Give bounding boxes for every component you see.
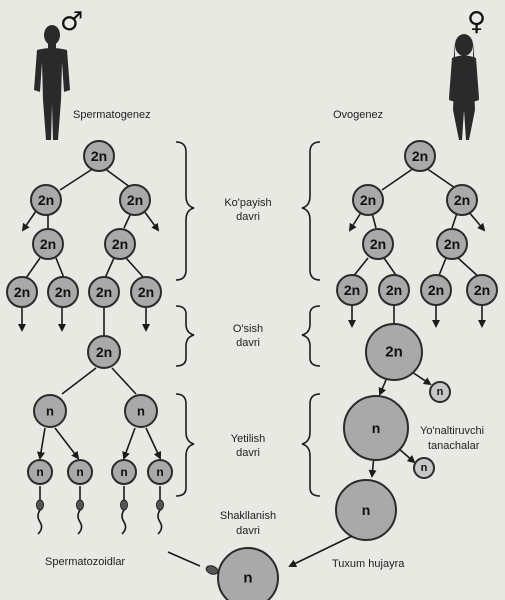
fertilized-egg-cell: n — [217, 547, 279, 600]
svg-text:2n: 2n — [55, 284, 71, 300]
male-cell-2n: 2n — [130, 276, 162, 308]
phase-label-shakllanish-davri: davri — [236, 525, 260, 537]
female-cell-n-large: n — [335, 479, 397, 541]
svg-text:n: n — [36, 465, 43, 479]
svg-text:2n: 2n — [96, 344, 112, 360]
svg-text:n: n — [76, 465, 83, 479]
female-cell-2n: 2n — [362, 228, 394, 260]
male-cell-n: n — [33, 394, 67, 428]
female-cell-2n: 2n — [352, 184, 384, 216]
male-cell-2n: 2n — [30, 184, 62, 216]
male-figure-icon — [34, 25, 70, 140]
tanachalar-label: tanachalar — [428, 440, 480, 452]
male-cell-2n: 2n — [6, 276, 38, 308]
svg-text:2n: 2n — [127, 192, 143, 208]
male-cell-n: n — [124, 394, 158, 428]
phase-label-osish-davri: davri — [236, 337, 260, 349]
svg-text:2n: 2n — [91, 148, 107, 164]
phase-label-kopayish-davri: davri — [236, 211, 260, 223]
svg-text:2n: 2n — [370, 236, 386, 252]
fertilization-arrows — [167, 535, 353, 575]
ovogenez-label: Ovogenez — [333, 109, 383, 121]
svg-text:2n: 2n — [138, 284, 154, 300]
svg-text:2n: 2n — [385, 344, 403, 361]
male-diploid-cells: 2n 2n 2n 2n 2n 2n 2n 2n 2n 2n — [6, 140, 162, 369]
female-figure-icon — [449, 34, 479, 140]
svg-text:2n: 2n — [444, 236, 460, 252]
svg-text:2n: 2n — [474, 282, 490, 298]
male-cell-2n: 2n — [104, 228, 136, 260]
female-cell-2n: 2n — [378, 274, 410, 306]
male-cell-n: n — [27, 459, 53, 485]
svg-text:2n: 2n — [454, 192, 470, 208]
spermatozoidlar-label: Spermatozoidlar — [45, 556, 125, 568]
female-cell-2n: 2n — [436, 228, 468, 260]
female-cell-n-large: n — [343, 395, 409, 461]
svg-text:n: n — [362, 502, 371, 518]
female-cell-2n: 2n — [420, 274, 452, 306]
svg-text:2n: 2n — [412, 148, 428, 164]
male-symbol-icon: ♂ — [60, 7, 83, 37]
svg-text:n: n — [46, 404, 54, 419]
phase-label-shakllanish: Shakllanish — [220, 510, 276, 522]
male-cell-2n: 2n — [87, 335, 121, 369]
polar-body-cell: n — [429, 381, 451, 403]
svg-text:2n: 2n — [112, 236, 128, 252]
svg-text:2n: 2n — [38, 192, 54, 208]
phase-label-kopayish: Ko'payish — [224, 197, 271, 209]
female-symbol-icon: ♀ — [467, 7, 486, 37]
phase-braces — [175, 141, 321, 497]
male-cell-2n: 2n — [32, 228, 64, 260]
tuxum-hujayra-label: Tuxum hujayra — [332, 558, 405, 570]
svg-text:n: n — [156, 465, 163, 479]
svg-text:n: n — [437, 386, 444, 398]
yonaltiruvchi-label: Yo'naltiruvchi — [420, 425, 484, 437]
svg-text:n: n — [120, 465, 127, 479]
male-cell-2n: 2n — [83, 140, 115, 172]
female-cell-2n: 2n — [466, 274, 498, 306]
phase-label-yetilish-davri: davri — [236, 447, 260, 459]
male-cell-2n: 2n — [88, 276, 120, 308]
svg-text:2n: 2n — [360, 192, 376, 208]
svg-text:2n: 2n — [40, 236, 56, 252]
svg-text:2n: 2n — [96, 284, 112, 300]
female-cell-2n: 2n — [404, 140, 436, 172]
male-cell-n: n — [67, 459, 93, 485]
male-lineage-arrows — [18, 167, 162, 500]
female-haploid-cells: n n n n — [335, 381, 451, 541]
sperm-cells-icon — [36, 499, 164, 535]
female-cell-2n-large: 2n — [365, 323, 423, 381]
svg-text:n: n — [372, 420, 381, 436]
spermatogenez-label: Spermatogenez — [73, 109, 151, 121]
female-cell-2n: 2n — [446, 184, 478, 216]
female-diploid-cells: 2n 2n 2n 2n 2n 2n 2n 2n 2n 2n — [336, 140, 498, 381]
male-haploid-cells: n n n n n n — [27, 394, 173, 485]
svg-text:2n: 2n — [344, 282, 360, 298]
phase-label-yetilish: Yetilish — [231, 433, 265, 445]
svg-text:2n: 2n — [428, 282, 444, 298]
svg-text:n: n — [243, 570, 252, 587]
polar-body-cell: n — [413, 457, 435, 479]
male-cell-2n: 2n — [119, 184, 151, 216]
female-cell-2n: 2n — [336, 274, 368, 306]
male-cell-2n: 2n — [47, 276, 79, 308]
phase-label-osish: O'sish — [233, 323, 263, 335]
svg-text:n: n — [137, 404, 145, 419]
svg-text:2n: 2n — [386, 282, 402, 298]
male-cell-n: n — [147, 459, 173, 485]
male-cell-n: n — [111, 459, 137, 485]
svg-text:2n: 2n — [14, 284, 30, 300]
svg-text:n: n — [421, 462, 428, 474]
